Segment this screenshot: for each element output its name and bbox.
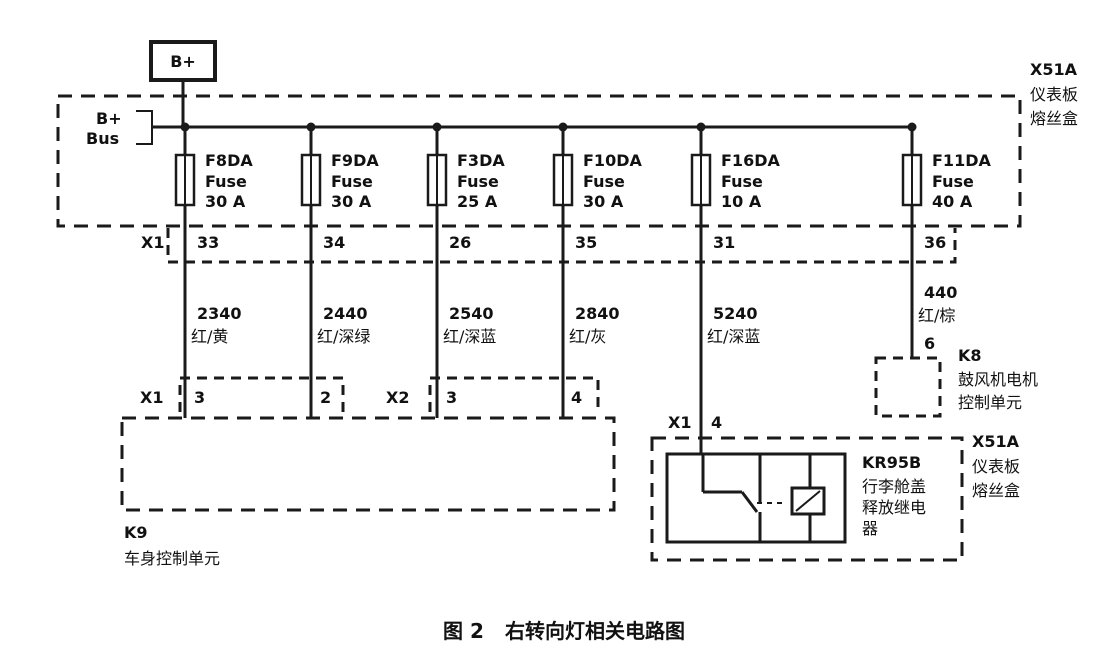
k9-pin-2: 2 bbox=[320, 388, 331, 407]
k9-module-outline bbox=[120, 416, 616, 512]
relay-box-outline bbox=[650, 436, 964, 562]
pin-36: 36 bbox=[924, 233, 946, 252]
fuse-id: F3DA bbox=[457, 151, 505, 170]
bus-label: B+ Bus bbox=[86, 109, 153, 148]
k8-name2: 控制单元 bbox=[958, 393, 1022, 412]
wire-number: 2340 bbox=[197, 304, 242, 323]
k8-pin: 6 bbox=[924, 334, 935, 353]
fuse-id: F8DA bbox=[205, 151, 253, 170]
fuse-rating: 40 A bbox=[932, 192, 973, 211]
k9-x2-connector bbox=[428, 376, 600, 412]
caption-title: 右转向灯相关电路图 bbox=[505, 619, 685, 643]
wire-number: 2540 bbox=[449, 304, 494, 323]
k9-id: K9 bbox=[124, 523, 148, 542]
relay-outline bbox=[665, 452, 847, 544]
power-label: B+ bbox=[170, 52, 196, 71]
relay-box-name1: 仪表板 bbox=[972, 457, 1020, 476]
fuse-type: Fuse bbox=[457, 172, 499, 191]
fuse-id: F9DA bbox=[331, 151, 379, 170]
fuse-box-top-label: X51A 仪表板 熔丝盒 bbox=[1030, 60, 1078, 128]
fuse-id: F10DA bbox=[583, 151, 642, 170]
k9-x1-label: X1 bbox=[140, 388, 163, 407]
k9-pin-1: 3 bbox=[194, 388, 205, 407]
relay-box-x1-label: X1 bbox=[668, 413, 691, 432]
k8-id: K8 bbox=[958, 346, 982, 365]
relay-name3: 器 bbox=[862, 519, 878, 538]
pin-33: 33 bbox=[197, 233, 219, 252]
fuse-rating: 30 A bbox=[205, 192, 246, 211]
fuse-box-top-name2: 熔丝盒 bbox=[1030, 109, 1078, 128]
relay-box-pin: 4 bbox=[711, 413, 722, 432]
wire-color: 红/深蓝 bbox=[707, 327, 760, 346]
fuse-box-top-name1: 仪表板 bbox=[1030, 85, 1078, 104]
pin-34: 34 bbox=[323, 233, 345, 252]
fuse-id: F11DA bbox=[932, 151, 991, 170]
fuse-rating: 30 A bbox=[583, 192, 624, 211]
fuse-type: Fuse bbox=[205, 172, 247, 191]
relay-box: X1 4 KR95B 行李舱盖 释放继电 器 X51A 仪表板 熔丝盒 bbox=[650, 413, 1020, 562]
wire-number: 2840 bbox=[575, 304, 620, 323]
caption-fig: 图 2 bbox=[443, 619, 484, 643]
bus-label-line1: B+ bbox=[96, 109, 122, 128]
k9-pin-3: 3 bbox=[446, 388, 457, 407]
fuse-type: Fuse bbox=[932, 172, 974, 191]
k8-module-outline bbox=[874, 356, 942, 418]
wire-color: 红/深蓝 bbox=[443, 327, 496, 346]
x1-connector-top bbox=[166, 228, 957, 264]
fuse-id: F16DA bbox=[721, 151, 780, 170]
wire-number: 5240 bbox=[713, 304, 758, 323]
wire-number: 2440 bbox=[323, 304, 368, 323]
fuse-rating: 10 A bbox=[721, 192, 762, 211]
power-source: B+ bbox=[149, 40, 217, 82]
relay-name1: 行李舱盖 bbox=[862, 477, 926, 496]
relay-name2: 释放继电 bbox=[862, 498, 926, 517]
wire-color: 红/棕 bbox=[918, 306, 955, 325]
k9-x1-connector bbox=[178, 376, 345, 412]
relay-box-id: X51A bbox=[972, 432, 1020, 451]
fuse-rating: 25 A bbox=[457, 192, 498, 211]
fuse-type: Fuse bbox=[331, 172, 373, 191]
k9-pin-4: 4 bbox=[571, 388, 582, 407]
pin-35: 35 bbox=[575, 233, 597, 252]
k8-name1: 鼓风机电机 bbox=[958, 370, 1038, 389]
pin-26: 26 bbox=[449, 233, 471, 252]
connector-x1-top-label: X1 bbox=[141, 233, 164, 252]
wire-number: 440 bbox=[924, 283, 957, 302]
fuse-type: Fuse bbox=[583, 172, 625, 191]
fuse-type: Fuse bbox=[721, 172, 763, 191]
relay-box-name2: 熔丝盒 bbox=[972, 481, 1020, 500]
k9-x2-label: X2 bbox=[386, 388, 409, 407]
fuse-box-top-id: X51A bbox=[1030, 60, 1078, 79]
relay-id: KR95B bbox=[862, 453, 921, 472]
wire-color: 红/深绿 bbox=[317, 327, 370, 346]
k9-name: 车身控制单元 bbox=[124, 549, 220, 568]
wire-color: 红/灰 bbox=[569, 327, 606, 346]
fuse-box-top-outline bbox=[56, 94, 1022, 228]
figure-caption: 图 2 右转向灯相关电路图 bbox=[443, 619, 685, 643]
fuse-rating: 30 A bbox=[331, 192, 372, 211]
bus-label-line2: Bus bbox=[86, 129, 119, 148]
pin-31: 31 bbox=[713, 233, 735, 252]
wire-color: 红/黄 bbox=[191, 327, 228, 346]
